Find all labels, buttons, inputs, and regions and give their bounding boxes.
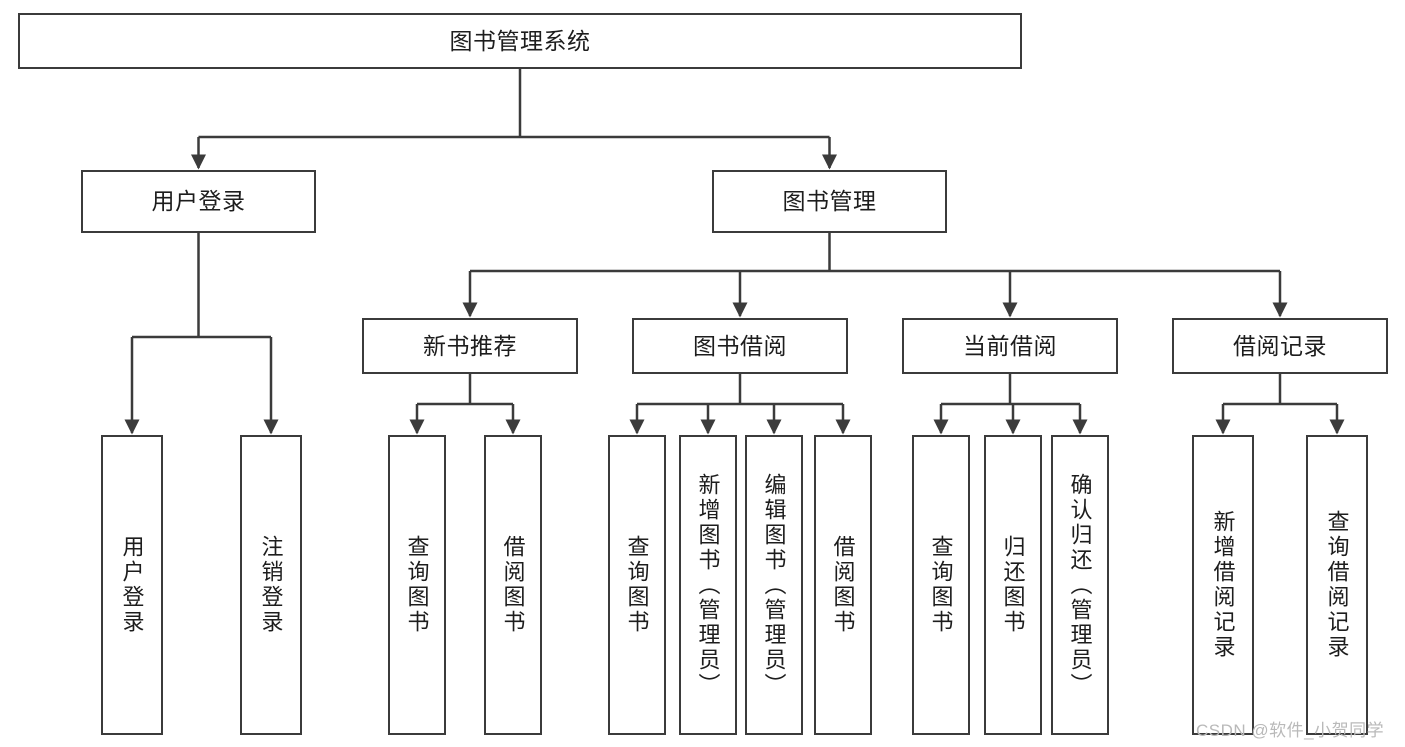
node-current-borrow[interactable]: 当前借阅 xyxy=(902,318,1118,374)
node-label: 归还图书 xyxy=(1000,535,1026,635)
node-new-book-rec[interactable]: 新书推荐 xyxy=(362,318,578,374)
node-label: 借阅记录 xyxy=(1233,332,1327,359)
node-leaf-rec-borrow[interactable]: 借阅图书 xyxy=(484,435,542,735)
node-leaf-borrow-edit[interactable]: 编辑图书（管理员） xyxy=(745,435,803,735)
node-book-manage[interactable]: 图书管理 xyxy=(712,170,947,233)
node-label: 查询借阅记录 xyxy=(1324,510,1350,660)
node-label: 用户登录 xyxy=(151,188,246,215)
node-label: 当前借阅 xyxy=(963,332,1057,359)
node-leaf-borrow-add[interactable]: 新增图书（管理员） xyxy=(679,435,737,735)
node-label: 编辑图书（管理员） xyxy=(761,472,787,698)
node-label: 注销登录 xyxy=(258,535,284,635)
node-leaf-user-login[interactable]: 用户登录 xyxy=(101,435,163,735)
node-label: 查询图书 xyxy=(404,535,430,635)
node-leaf-rec-add[interactable]: 新增借阅记录 xyxy=(1192,435,1254,735)
node-label: 新增借阅记录 xyxy=(1210,510,1236,660)
node-borrow-record[interactable]: 借阅记录 xyxy=(1172,318,1388,374)
node-label: 新书推荐 xyxy=(423,332,517,359)
node-label: 图书借阅 xyxy=(693,332,787,359)
node-leaf-cur-query[interactable]: 查询图书 xyxy=(912,435,970,735)
watermark-label: CSDN @软件_小贺同学 xyxy=(1196,721,1385,740)
node-label: 新增图书（管理员） xyxy=(695,472,721,698)
node-user-login[interactable]: 用户登录 xyxy=(81,170,316,233)
node-label: 借阅图书 xyxy=(500,535,526,635)
node-leaf-user-logout[interactable]: 注销登录 xyxy=(240,435,302,735)
node-label: 查询图书 xyxy=(928,535,954,635)
node-book-borrow[interactable]: 图书借阅 xyxy=(632,318,848,374)
node-leaf-rec-query2[interactable]: 查询借阅记录 xyxy=(1306,435,1368,735)
node-label: 图书管理系统 xyxy=(449,27,591,54)
node-leaf-borrow-query[interactable]: 查询图书 xyxy=(608,435,666,735)
node-label: 用户登录 xyxy=(119,535,145,635)
node-leaf-borrow-do[interactable]: 借阅图书 xyxy=(814,435,872,735)
node-leaf-cur-return[interactable]: 归还图书 xyxy=(984,435,1042,735)
node-leaf-rec-query[interactable]: 查询图书 xyxy=(388,435,446,735)
node-leaf-cur-confirm[interactable]: 确认归还（管理员） xyxy=(1051,435,1109,735)
node-label: 借阅图书 xyxy=(830,535,856,635)
node-label: 查询图书 xyxy=(624,535,650,635)
node-label: 图书管理 xyxy=(782,188,877,215)
node-label: 确认归还（管理员） xyxy=(1067,472,1093,698)
node-root[interactable]: 图书管理系统 xyxy=(18,13,1022,69)
